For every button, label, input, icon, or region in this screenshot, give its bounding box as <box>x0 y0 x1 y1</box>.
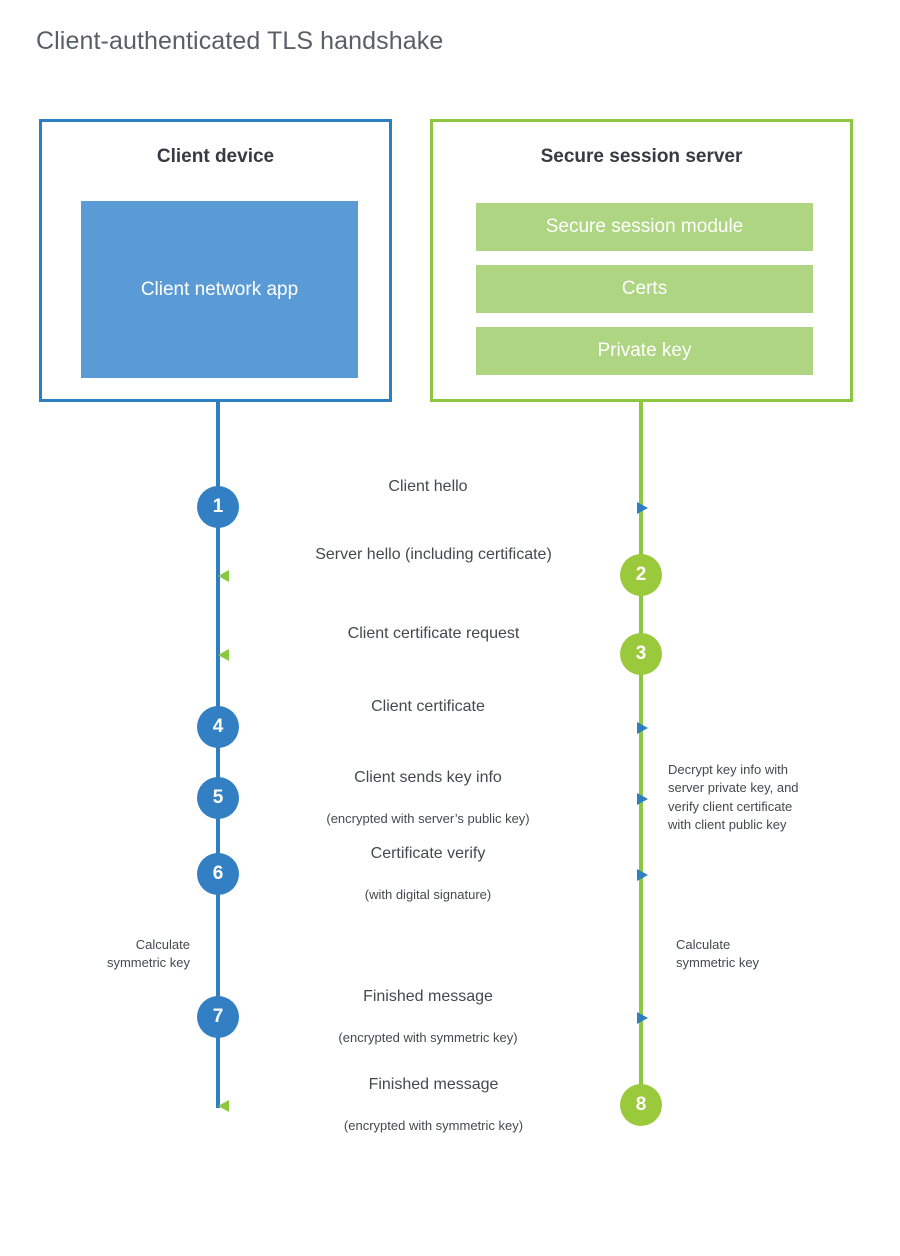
server-component-certs: Certs <box>476 265 813 313</box>
client-device-box: Client device Client network app <box>39 119 392 402</box>
client-lifeline <box>216 402 220 1108</box>
step-badge-5: 5 <box>197 777 239 819</box>
message-7-sublabel: (encrypted with symmetric key) <box>338 1030 518 1045</box>
server-component-secure-session-module: Secure session module <box>476 203 813 251</box>
server-note-calculate-symmetric-key: Calculate symmetric key <box>676 937 760 971</box>
server-component-private-key: Private key <box>476 327 813 375</box>
step-badge-4: 4 <box>197 706 239 748</box>
secure-session-server-box: Secure session server Secure session mod… <box>430 119 853 402</box>
message-8-label: Finished message <box>368 1076 499 1093</box>
arrowhead-right-icon <box>637 1012 648 1024</box>
arrowhead-right-icon <box>637 793 648 805</box>
arrowhead-right-icon <box>637 502 648 514</box>
arrowhead-right-icon <box>637 722 648 734</box>
page-title: Client-authenticated TLS handshake <box>36 27 444 55</box>
message-6-label: Certificate verify <box>370 845 486 862</box>
message-5-sublabel: (encrypted with server’s public key) <box>326 811 530 826</box>
server-lifeline <box>639 402 643 1108</box>
step-badge-1: 1 <box>197 486 239 528</box>
step-badge-7: 7 <box>197 996 239 1038</box>
client-network-app-block: Client network app <box>81 201 358 378</box>
step-badge-8: 8 <box>620 1084 662 1126</box>
arrowhead-left-icon <box>218 1100 229 1112</box>
arrowhead-left-icon <box>218 570 229 582</box>
client-note-calculate-symmetric-key: Calculate symmetric key <box>106 937 190 971</box>
arrowhead-left-icon <box>218 649 229 661</box>
client-device-title: Client device <box>156 146 275 167</box>
step-badge-2: 2 <box>620 554 662 596</box>
step-badge-3: 3 <box>620 633 662 675</box>
message-6-sublabel: (with digital signature) <box>364 887 492 902</box>
message-2-label: Server hello (including certificate) <box>315 546 552 563</box>
secure-session-server-title: Secure session server <box>540 146 743 167</box>
step-badge-6: 6 <box>197 853 239 895</box>
arrowhead-right-icon <box>637 869 648 881</box>
message-1-label: Client hello <box>388 478 468 495</box>
message-8-sublabel: (encrypted with symmetric key) <box>343 1118 524 1133</box>
message-4-label: Client certificate <box>371 698 485 715</box>
server-note-decrypt: Decrypt key info with server private key… <box>668 762 799 833</box>
message-5-label: Client sends key info <box>354 769 502 786</box>
message-7-label: Finished message <box>363 988 493 1005</box>
message-3-label: Client certificate request <box>347 625 520 642</box>
